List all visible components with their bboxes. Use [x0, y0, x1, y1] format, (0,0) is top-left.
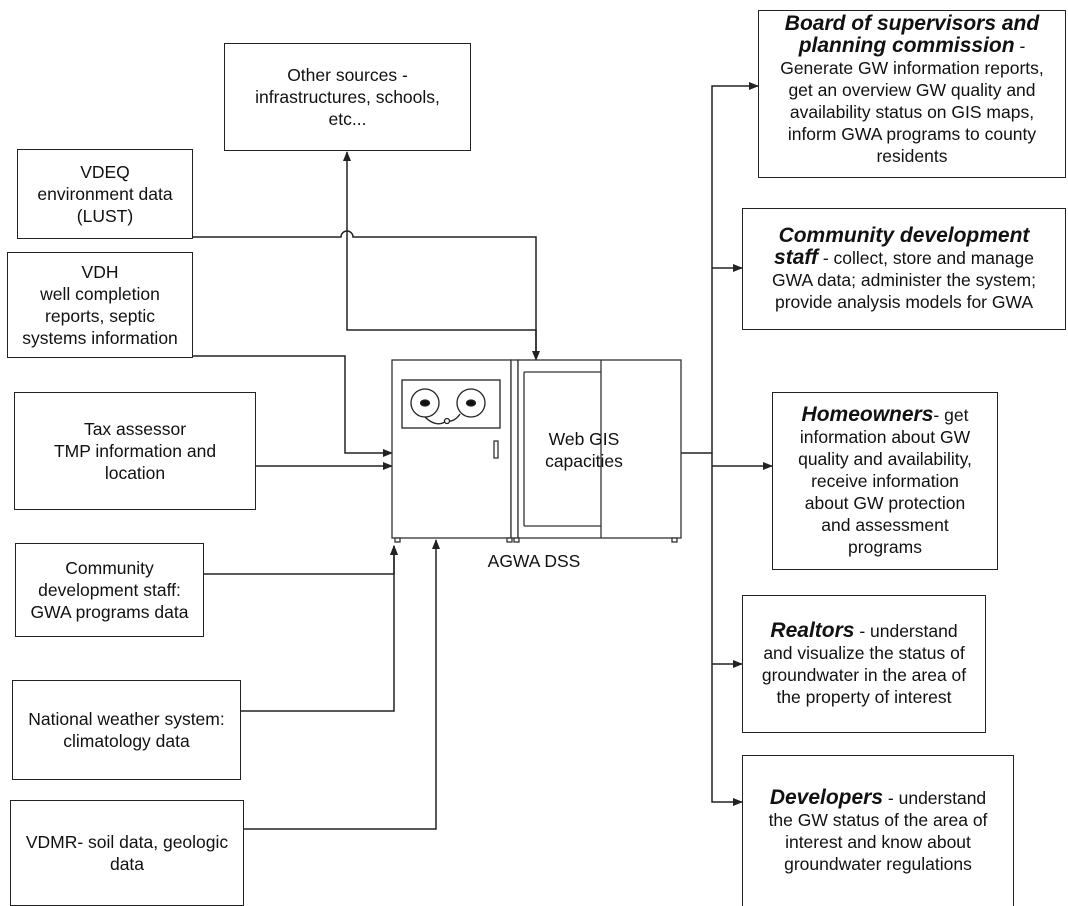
source-other-line1: Other sources - — [287, 65, 408, 85]
source-vdh-line1: VDH — [81, 262, 119, 282]
user-realtors-line1: and visualize the status of — [763, 643, 965, 663]
user-developers-desc-inline: - understand — [883, 788, 987, 808]
source-tax-line1: Tax assessor — [83, 419, 187, 439]
user-developers-line2: interest and know about — [785, 832, 971, 852]
user-community-title-line1: Community development — [778, 224, 1030, 247]
user-realtors-line2: groundwater in the area of — [761, 665, 967, 685]
source-weather: National weather system: climatology dat… — [12, 680, 241, 780]
source-other-line2: infrastructures, schools, — [255, 87, 440, 107]
source-vdeq-line1: VDEQ — [80, 162, 130, 182]
source-vdmr: VDMR- soil data, geologic data — [10, 800, 244, 906]
user-homeowners-line4: about GW protection — [804, 493, 966, 513]
user-developers: Developers - understand the GW status of… — [742, 755, 1014, 906]
agwa-dss-caption: AGWA DSS — [487, 551, 581, 571]
user-board-line2: get an overview GW quality and — [788, 80, 1036, 100]
source-community-line1: Community — [65, 558, 154, 578]
user-community-title-line2: staff — [774, 246, 818, 269]
source-vdmr-line2: data — [109, 854, 145, 874]
web-gis-label: Web GIS capacities — [524, 428, 644, 472]
source-community-line3: GWA programs data — [30, 602, 189, 622]
user-board-title-suffix: - — [1014, 36, 1026, 56]
source-vdmr-line1: VDMR- soil data, geologic — [25, 832, 229, 852]
web-gis-line2: capacities — [545, 451, 623, 471]
connector-agwa-to-other-sources — [343, 151, 537, 354]
connector-vdmr — [244, 539, 440, 830]
source-other-line3: etc... — [328, 109, 367, 129]
user-homeowners-line1: information about GW — [799, 427, 971, 447]
user-community: Community development staff - collect, s… — [742, 208, 1066, 330]
source-tax-line3: location — [104, 463, 166, 483]
connector-community-source — [204, 545, 398, 575]
user-developers-title: Developers — [769, 786, 884, 809]
user-homeowners-line3: receive information — [811, 471, 959, 491]
source-vdeq-line3: (LUST) — [76, 206, 134, 226]
user-community-line2: provide analysis models for GWA — [774, 292, 1034, 312]
user-board-line3: availability status on GIS maps, — [789, 102, 1035, 122]
source-community-line2: development staff: — [38, 580, 181, 600]
source-weather-line1: National weather system: — [28, 709, 225, 729]
user-developers-line1: the GW status of the area of — [768, 810, 988, 830]
user-community-desc-inline: - collect, store and manage — [818, 248, 1034, 268]
source-other: Other sources - infrastructures, schools… — [224, 43, 471, 151]
source-weather-line2: climatology data — [63, 731, 190, 751]
connector-vdeq — [193, 230, 540, 361]
source-vdh-line4: systems information — [22, 328, 178, 348]
source-tax-line2: TMP information and — [53, 441, 217, 461]
connector-output-trunk — [681, 82, 759, 454]
connector-output-trunk-lower — [711, 453, 743, 806]
user-realtors-title: Realtors — [770, 619, 855, 642]
web-gis-line1: Web GIS — [548, 429, 620, 449]
source-vdeq-line2: environment data — [37, 184, 173, 204]
user-board-title-line1: Board of supervisors and — [784, 12, 1040, 35]
user-homeowners-line5: and assessment — [821, 515, 949, 535]
connector-weather — [241, 545, 398, 712]
user-homeowners-line6: programs — [848, 537, 922, 557]
user-board: Board of supervisors and planning commis… — [758, 10, 1066, 178]
user-realtors: Realtors - understand and visualize the … — [742, 595, 986, 733]
connector-vdh — [193, 355, 393, 457]
user-board-title-line2: planning commission — [798, 34, 1015, 57]
source-vdh: VDH well completion reports, septic syst… — [7, 252, 193, 358]
user-board-line1: Generate GW information reports, — [780, 58, 1044, 78]
user-homeowners-desc-inline: - get — [933, 405, 969, 425]
source-vdeq: VDEQ environment data (LUST) — [17, 149, 193, 239]
user-homeowners-line2: quality and availability, — [798, 449, 972, 469]
user-community-line1: GWA data; administer the system; — [772, 270, 1036, 290]
source-vdh-line3: reports, septic — [45, 306, 155, 326]
user-realtors-line3: the property of interest — [776, 687, 952, 707]
source-community: Community development staff: GWA program… — [15, 543, 204, 637]
user-board-line5: residents — [876, 146, 948, 166]
source-tax: Tax assessor TMP information and locatio… — [14, 392, 256, 510]
user-homeowners-title: Homeowners — [801, 403, 934, 426]
user-homeowners: Homeowners- get information about GW qua… — [772, 392, 998, 570]
user-board-line4: inform GWA programs to county — [787, 124, 1037, 144]
source-vdh-line2: well completion — [40, 284, 160, 304]
user-developers-line3: groundwater regulations — [784, 854, 972, 874]
tape-reel-icon — [401, 379, 501, 429]
user-realtors-desc-inline: - understand — [854, 621, 958, 641]
